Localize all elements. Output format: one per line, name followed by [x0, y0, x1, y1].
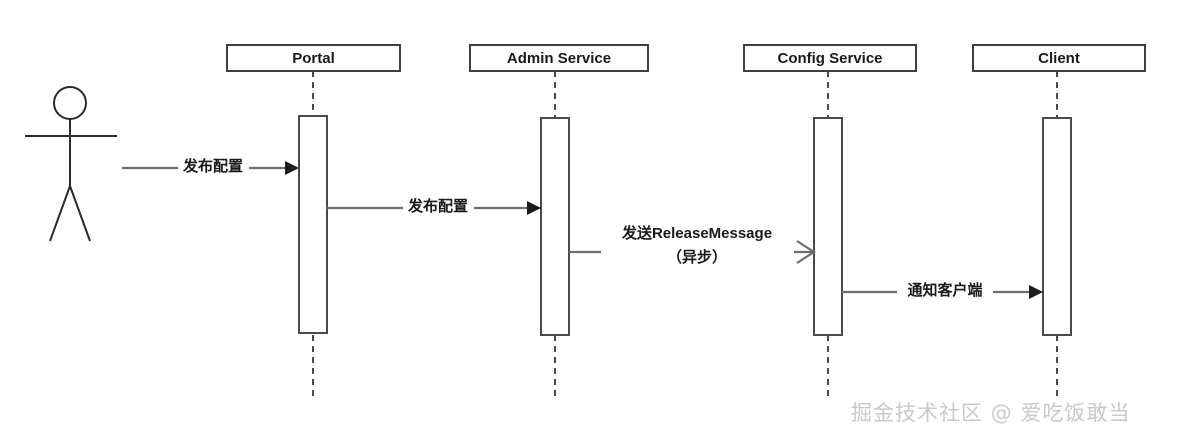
participant-label-config-service: Config Service — [777, 50, 882, 67]
message-notify-client-config-to-client[interactable]: 通知客户端 — [842, 281, 1043, 299]
actor-head-icon — [53, 86, 87, 120]
participant-label-portal: Portal — [292, 50, 335, 67]
participant-client[interactable]: Client — [972, 44, 1146, 400]
actor-right-leg-line — [69, 185, 91, 242]
message-label-2: 发布配置 — [407, 197, 468, 215]
activation-bar-portal — [298, 115, 328, 334]
message-label-3-line2: （异步） — [667, 248, 727, 266]
message-publish-config-actor-to-portal[interactable]: 发布配置 — [122, 157, 299, 175]
activation-bar-client — [1042, 117, 1072, 336]
watermark-label: 掘金技术社区 @ 爱吃饭敢当 — [851, 401, 1130, 425]
participant-admin-service[interactable]: Admin Service — [469, 44, 649, 400]
participant-box-config-service[interactable] — [743, 44, 917, 72]
message-label-3-line1: 发送ReleaseMessage — [621, 224, 772, 242]
stick-figure-actor — [25, 86, 117, 242]
arrowhead-solid-icon-2 — [527, 201, 541, 215]
arrowhead-solid-icon-1 — [285, 161, 299, 175]
arrowhead-solid-icon-4 — [1029, 285, 1043, 299]
activation-bar-admin-service — [540, 117, 570, 336]
participant-label-admin-service: Admin Service — [507, 50, 611, 67]
activation-bar-config-service — [813, 117, 843, 336]
participant-portal[interactable]: Portal — [226, 44, 401, 400]
arrowhead-open-icon-3 — [796, 240, 817, 264]
participant-box-portal[interactable] — [226, 44, 401, 72]
message-send-release-message-admin-to-config[interactable]: 发送ReleaseMessage （异步） — [569, 224, 817, 266]
participant-config-service[interactable]: Config Service — [743, 44, 917, 400]
message-publish-config-portal-to-admin[interactable]: 发布配置 — [327, 197, 541, 215]
message-label-4: 通知客户端 — [907, 281, 982, 299]
actor-left-leg-line — [49, 185, 71, 242]
participant-box-admin-service[interactable] — [469, 44, 649, 72]
participant-box-client[interactable] — [972, 44, 1146, 72]
participant-label-client: Client — [1038, 50, 1080, 67]
message-label-1: 发布配置 — [182, 157, 243, 175]
